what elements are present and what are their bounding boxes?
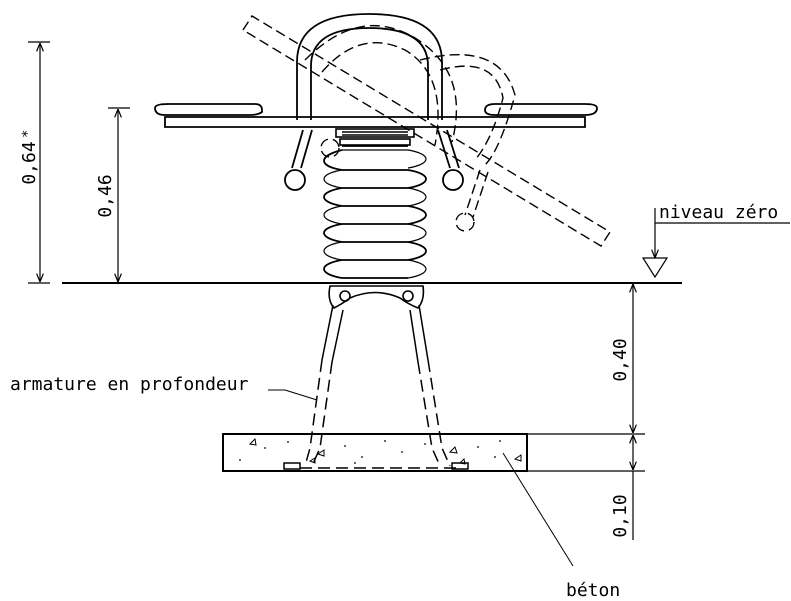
dimension-total-height-label: 0,64: [19, 141, 40, 184]
zero-level-label: niveau zéro: [659, 202, 778, 223]
dimension-foundation-depth-label: 0,40: [610, 338, 631, 381]
dimension-seat-height-label: 0,46: [95, 174, 116, 217]
spring-top-mount: [335, 128, 415, 146]
spring-coils: [323, 145, 427, 279]
dimension-foundation: [527, 284, 645, 540]
zero-level-marker: [641, 208, 790, 279]
tilted-position-ghost: [242, 15, 611, 247]
dimension-total-height-mark: *: [20, 130, 36, 138]
seat-board: [154, 103, 598, 128]
reinforcement-label: armature en profondeur: [10, 374, 249, 395]
anchor-legs: [283, 304, 469, 470]
dimension-total-height: [28, 41, 50, 284]
handle-bar: [296, 13, 443, 120]
spring-base-plate: [328, 285, 425, 309]
footrests: [284, 129, 464, 191]
dimension-foundation-thickness-label: 0,10: [610, 494, 631, 537]
dimension-seat-height: [108, 107, 130, 282]
concrete-label: béton: [566, 580, 620, 601]
leader-lines: [268, 389, 574, 567]
concrete-block: [222, 433, 528, 472]
